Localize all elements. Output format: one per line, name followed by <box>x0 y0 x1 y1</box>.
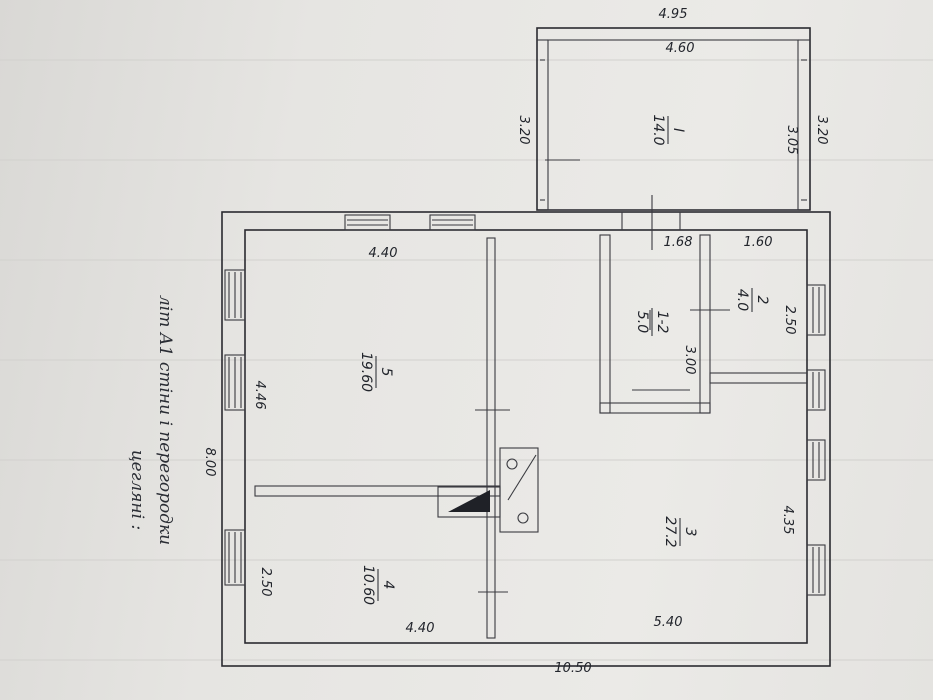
room-I-label: I 14.0 <box>650 114 686 145</box>
room-4-label: 4 10.60 <box>360 565 396 605</box>
dim-room3-side: 4.35 <box>780 506 795 535</box>
note-line-2: цегляні : <box>127 450 147 530</box>
room-4-area: 10.60 <box>360 565 376 605</box>
room-5-number: 5 <box>378 368 394 377</box>
room-2-label: 2 4.0 <box>734 288 770 312</box>
dim-room4-bottom: 4.40 <box>406 621 435 636</box>
dim-annex-side-left: 3.20 <box>516 116 531 145</box>
partitions <box>254 234 808 639</box>
top-windows <box>344 195 681 250</box>
main-walls <box>221 211 831 667</box>
room-3-label: 3 27.2 <box>662 516 698 547</box>
dim-outer-length: 10.50 <box>554 661 591 676</box>
right-windows <box>806 284 826 596</box>
note-line-1: літ А1 стіни і перегородки <box>155 295 175 545</box>
dim-closet-a-width: 1.68 <box>664 235 693 250</box>
dim-closet-b-depth: 2.50 <box>782 306 797 335</box>
room-5-area: 19.60 <box>358 352 374 392</box>
dim-room3-bottom: 5.40 <box>654 615 683 630</box>
stove-icon <box>437 447 539 533</box>
room-I-area: 14.0 <box>650 114 666 145</box>
dim-room5-top: 4.40 <box>369 246 398 261</box>
room-1-2-number: 1-2 <box>654 311 670 334</box>
paper-grid <box>0 59 933 661</box>
left-windows <box>224 269 246 586</box>
dim-annex-length: 4.95 <box>659 7 688 22</box>
room-4-number: 4 <box>380 581 396 590</box>
dim-outer-width: 8.00 <box>202 448 217 477</box>
dim-room4-side: 2.50 <box>258 568 273 597</box>
room-2-number: 2 <box>754 296 770 305</box>
dim-closet-a-depth: 3.00 <box>682 346 697 375</box>
room-3-number: 3 <box>682 528 698 537</box>
dim-annex-side-right: 3.20 <box>814 116 829 145</box>
room-3-area: 27.2 <box>662 516 678 547</box>
dim-room5-side: 4.46 <box>252 381 267 410</box>
room-1-2-area: 5.0 <box>634 311 650 333</box>
annex-walls <box>536 27 811 211</box>
room-2-area: 4.0 <box>734 289 750 311</box>
room-5-label: 5 19.60 <box>358 352 394 392</box>
dim-annex-inner: 4.60 <box>666 41 695 56</box>
room-I-number: I <box>670 128 686 132</box>
room-1-2-label: 1-2 5.0 <box>634 308 670 336</box>
dim-annex-inner-depth: 3.05 <box>784 126 799 155</box>
dim-closet-b-width: 1.60 <box>744 235 773 250</box>
